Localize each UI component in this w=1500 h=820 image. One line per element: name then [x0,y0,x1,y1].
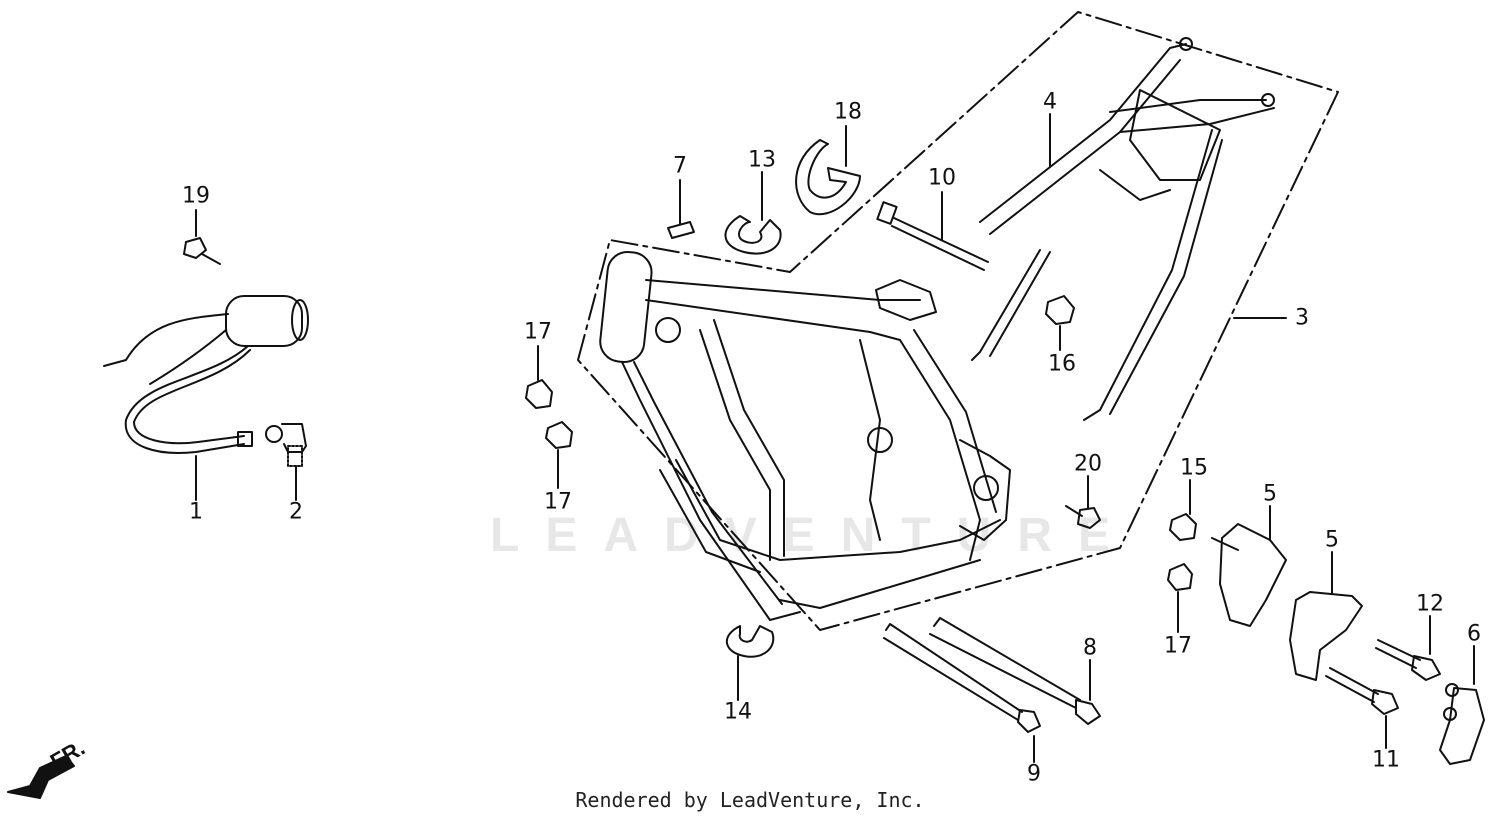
callout-4[interactable]: 4 [1043,89,1057,115]
callout-6[interactable]: 6 [1467,621,1481,647]
callout-11[interactable]: 11 [1372,747,1400,773]
plug-cap-part [266,424,306,466]
callout-2[interactable]: 2 [289,499,303,525]
nut-17a-part [526,380,552,408]
bracket-5b-part [1290,592,1362,680]
nut-17b-part [546,422,572,448]
link-6-part [1440,684,1484,764]
footer-credit: Rendered by LeadVenture, Inc. [575,788,925,812]
callout-10[interactable]: 10 [928,165,956,191]
bolt-12-part [1376,640,1440,680]
front-direction-arrow [8,756,74,798]
nut-16-part [1046,296,1074,324]
bolt-20-part [1066,506,1100,528]
callout-13[interactable]: 13 [748,147,776,173]
clamp-13-part [725,216,780,254]
bolt-9-part [884,624,1040,732]
bracket-5a-leader-line [1212,538,1238,550]
main-frame-part [598,250,1010,620]
callout-3[interactable]: 3 [1295,305,1309,331]
nut-17c-part [1168,564,1192,590]
callout-16[interactable]: 16 [1048,351,1076,377]
callout-17a[interactable]: 17 [524,319,552,345]
callout-20[interactable]: 20 [1074,451,1102,477]
bracket-5a-part [1220,524,1286,626]
long-bolt-10-part [877,202,988,270]
nut-15-part [1170,514,1196,540]
callout-17b[interactable]: 17 [544,489,572,515]
rear-subframe-part [972,38,1274,420]
bolt-19-part [184,238,220,264]
callout-12[interactable]: 12 [1416,591,1444,617]
strap-18-part [796,140,860,214]
callout-17c[interactable]: 17 [1164,633,1192,659]
ignition-coil-part [104,296,308,453]
callout-1[interactable]: 1 [189,499,203,525]
callout-19[interactable]: 19 [182,183,210,209]
clip-14-part [727,626,773,657]
assembly-boundary-dashed [578,12,1338,630]
callout-5a[interactable]: 5 [1263,481,1277,507]
callout-15[interactable]: 15 [1180,455,1208,481]
callout-14[interactable]: 14 [724,699,752,725]
callout-8[interactable]: 8 [1083,635,1097,661]
callout-9[interactable]: 9 [1027,761,1041,787]
plate-7-part [668,222,694,238]
callout-7[interactable]: 7 [673,153,687,179]
bolt-11-part [1326,668,1398,714]
callout-5b[interactable]: 5 [1325,527,1339,553]
callout-18[interactable]: 18 [834,99,862,125]
bolt-8-part [930,618,1100,724]
